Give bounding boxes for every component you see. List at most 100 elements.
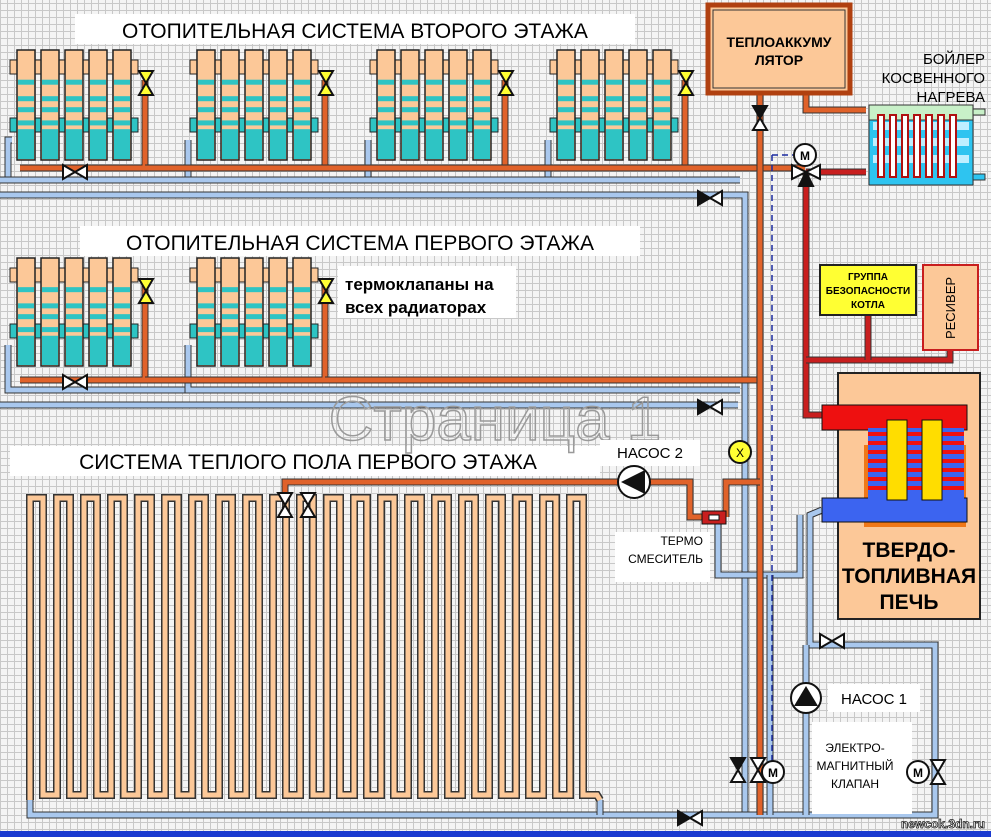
valve-half	[751, 105, 769, 120]
ball-valve-icon	[62, 373, 88, 391]
return-pipe	[5, 345, 190, 393]
radiator	[189, 49, 319, 161]
radiator-section	[630, 107, 646, 113]
radiator-section	[558, 107, 574, 113]
radiator-section	[270, 327, 286, 333]
radiator-section	[66, 335, 82, 365]
motor-label: M	[768, 766, 778, 780]
radiator-section	[18, 314, 34, 320]
valve-half	[830, 632, 845, 650]
boiler-label-1: БОЙЛЕР	[923, 50, 985, 68]
valve-half	[708, 189, 723, 207]
radiator-section	[270, 287, 286, 293]
radiator-section	[66, 107, 82, 113]
radiator-section	[270, 120, 286, 126]
ball-valve-icon	[697, 189, 723, 207]
thermo-valve-icon	[497, 70, 515, 96]
radiator-section	[402, 120, 418, 126]
radiator-section	[294, 327, 310, 333]
coil-tube	[937, 114, 945, 178]
radiator-section	[18, 107, 34, 113]
radiator-section	[222, 120, 238, 126]
radiator-section	[294, 335, 310, 365]
valve-half	[73, 163, 88, 181]
radiator-section	[474, 79, 490, 85]
radiator-section	[450, 129, 466, 159]
radiator-section	[474, 107, 490, 113]
radiator-section	[114, 79, 130, 85]
valve-half	[317, 289, 335, 304]
radiator-section	[246, 327, 262, 333]
radiator-section	[114, 327, 130, 333]
radiator-section	[18, 335, 34, 365]
radiator-section	[474, 129, 490, 159]
valve-half	[137, 81, 155, 96]
valve-half	[137, 289, 155, 304]
radiator-section	[630, 129, 646, 159]
return-pipe	[27, 507, 938, 818]
valve-half	[62, 163, 77, 181]
radiator-section	[222, 335, 238, 365]
radiator-section	[114, 335, 130, 365]
thermo-valve-icon	[137, 278, 155, 304]
radiator-section	[222, 96, 238, 102]
radiator-section	[450, 120, 466, 126]
radiator-section	[378, 79, 394, 85]
thermo-valve-icon	[137, 70, 155, 96]
solenoid-valve-icon	[929, 759, 947, 785]
valve-half	[819, 632, 834, 650]
supply-pipe	[803, 93, 866, 113]
ball-valve-icon	[749, 757, 767, 783]
underfloor-loops	[26, 494, 604, 803]
radiator-section	[426, 96, 442, 102]
supply-pipe	[645, 478, 702, 521]
radiator-section	[222, 129, 238, 159]
hot-pipe	[803, 172, 822, 418]
radiator-section	[270, 314, 286, 320]
motor-icon	[906, 760, 930, 784]
stove-label-1: ТВЕРДО-	[863, 539, 956, 562]
radiator-section	[114, 120, 130, 126]
valve-half	[276, 503, 294, 518]
solid-fuel-stove	[821, 372, 981, 620]
radiator-section	[294, 96, 310, 102]
radiator-section	[246, 303, 262, 309]
safety-label-2: БЕЗОПАСНОСТИ	[826, 286, 910, 297]
boiler-label-3: НАГРЕВА	[917, 89, 985, 106]
radiator-section	[198, 129, 214, 159]
valve-half	[137, 70, 155, 85]
valve-half	[62, 373, 77, 391]
radiator-section	[606, 107, 622, 113]
radiator-section	[654, 107, 670, 113]
radiator-section	[42, 107, 58, 113]
three-way-valve-icon	[791, 163, 821, 187]
radiator-section	[90, 314, 106, 320]
valve-half	[317, 278, 335, 293]
floor-loop	[27, 495, 603, 802]
mixer-label-1: ТЕРМО	[660, 534, 703, 548]
radiator-section	[402, 79, 418, 85]
ball-valve-icon	[697, 398, 723, 416]
radiator-section	[606, 129, 622, 159]
valve-half	[729, 768, 747, 783]
radiator-section	[582, 96, 598, 102]
radiator-section	[42, 96, 58, 102]
radiator-section	[66, 79, 82, 85]
solenoid-label-3: КЛАПАН	[831, 777, 879, 791]
radiator-section	[114, 303, 130, 309]
thermovalves-note-1: термоклапаны на	[345, 275, 494, 294]
radiator-section	[558, 79, 574, 85]
radiator-section	[198, 327, 214, 333]
valve-half	[317, 70, 335, 85]
ball-valve-icon	[729, 757, 747, 783]
radiator-section	[378, 120, 394, 126]
radiator-section	[402, 107, 418, 113]
svg-text:X: X	[736, 446, 744, 460]
heat-exchanger-stripe	[868, 441, 964, 445]
indirect-boiler	[868, 104, 986, 186]
radiator-section	[90, 335, 106, 365]
return-pipe	[5, 137, 12, 180]
radiator-section	[222, 314, 238, 320]
radiator-section	[114, 107, 130, 113]
valve-port	[791, 163, 809, 181]
